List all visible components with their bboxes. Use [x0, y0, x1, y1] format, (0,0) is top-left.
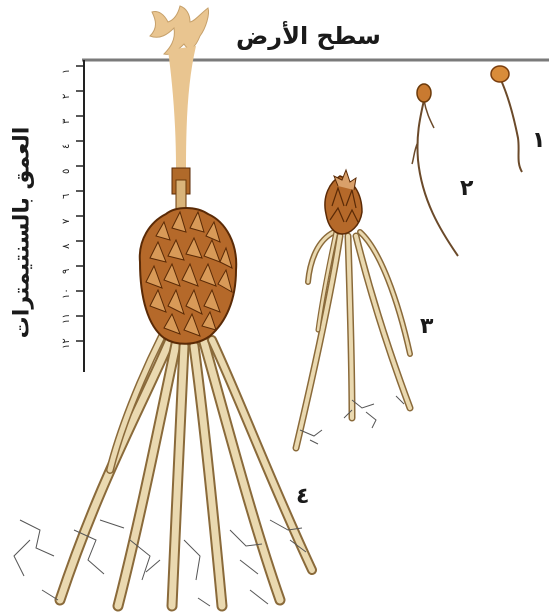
depth-tick-label: ٢: [62, 94, 72, 99]
depth-tick-label: ٦: [62, 194, 72, 199]
stage-2-number: ٢: [460, 176, 473, 201]
depth-tick-label: ٧: [62, 219, 72, 224]
depth-tick-label: ١١: [62, 313, 72, 324]
stage-1-seed: [491, 66, 522, 172]
depth-tick-label: ١٢: [62, 338, 72, 349]
stage-4-number: ٤: [296, 484, 309, 509]
depth-tick-label: ٥: [62, 169, 72, 174]
stage-3-corm: [296, 170, 410, 448]
depth-ruler-ticks: [76, 66, 84, 341]
depth-tick-label: ٣: [62, 119, 72, 124]
stage-3-number: ٣: [420, 314, 433, 339]
stage-4-mature-plant: [14, 6, 312, 606]
stage-1-number: ١: [532, 128, 545, 153]
depth-tick-label: ٩: [62, 269, 72, 274]
stage-2-seedling: [412, 84, 458, 256]
depth-tick-label: ٤: [62, 144, 72, 149]
depth-tick-label: ١: [62, 69, 72, 74]
depth-tick-label: ٨: [62, 244, 72, 249]
depth-tick-label: ١٠: [62, 288, 72, 299]
